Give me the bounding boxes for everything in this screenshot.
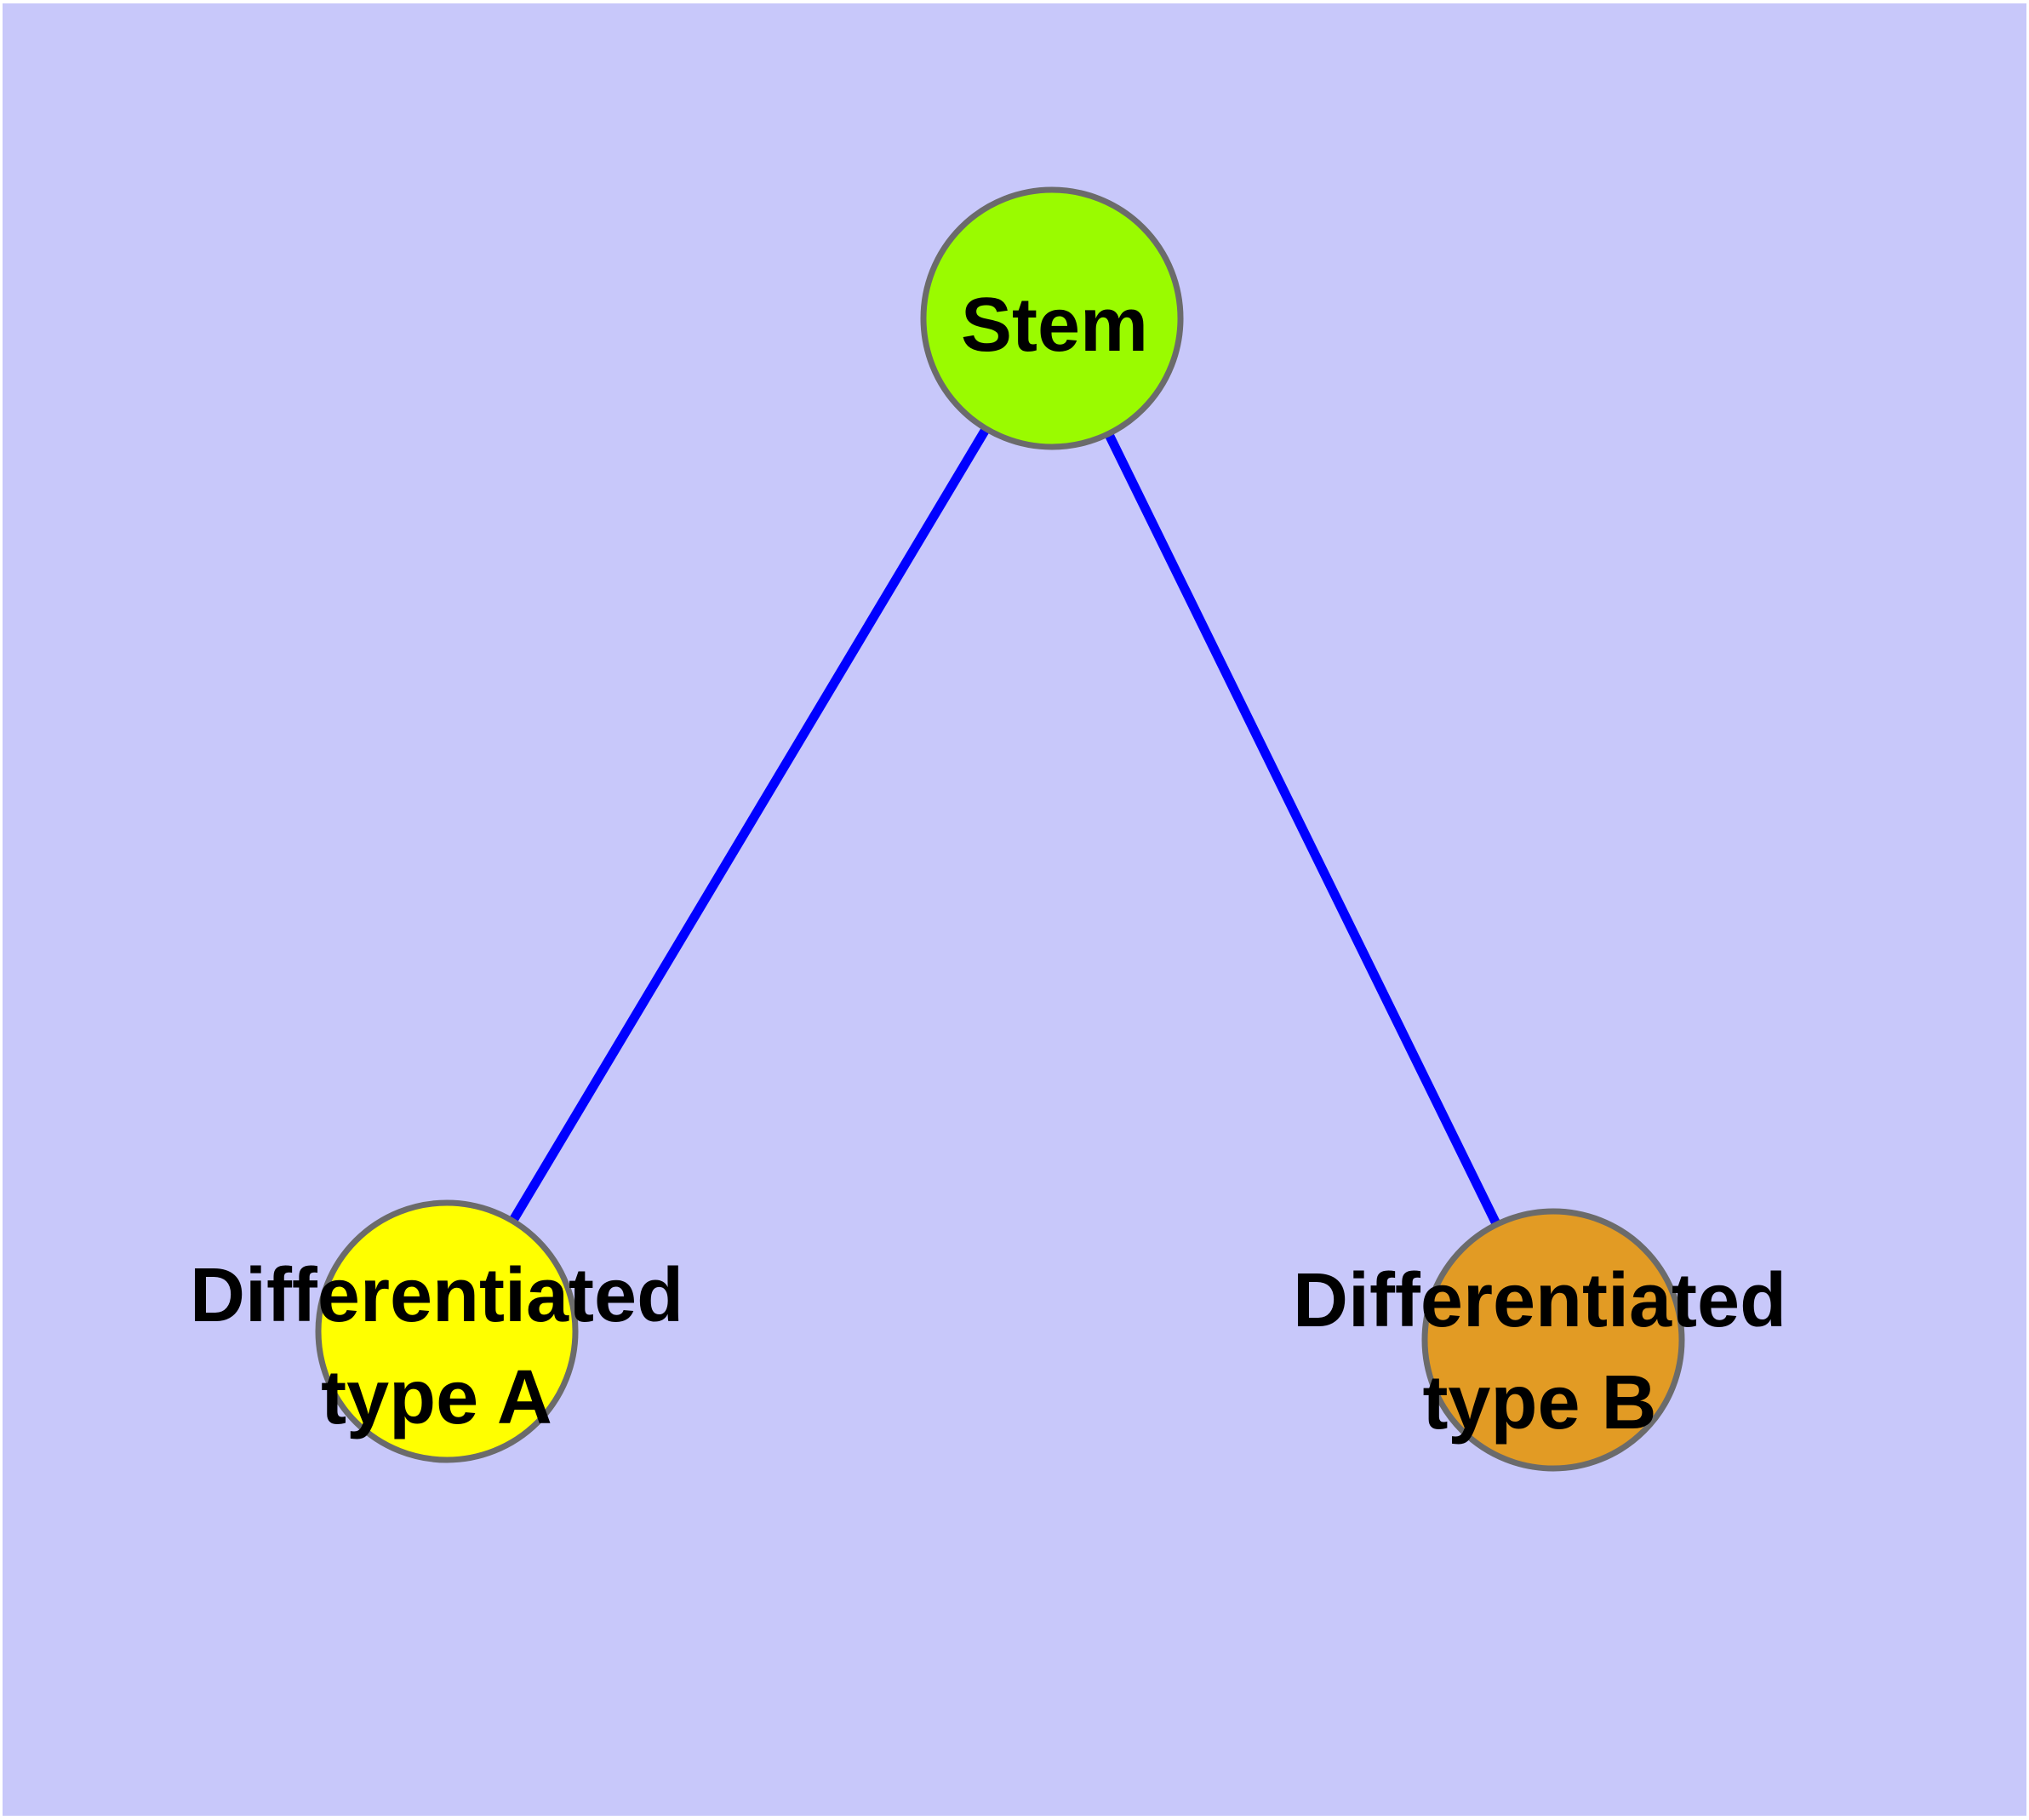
stem-node-label: Stem bbox=[960, 283, 1149, 368]
differentiated-type-b-node-label: Differentiated type B bbox=[1292, 1258, 1787, 1445]
differentiated-type-a-node-label: Differentiated type A bbox=[189, 1253, 684, 1440]
differentiated-type-b-node bbox=[1421, 1208, 1685, 1472]
graph-plot bbox=[315, 186, 1685, 1472]
differentiated-type-a-node bbox=[315, 1199, 579, 1463]
graph-canvas: Stem Differentiated type A Differentiate… bbox=[3, 3, 2026, 1816]
stem-node bbox=[920, 186, 1184, 450]
edge-stem-to-type-a bbox=[443, 316, 1056, 1334]
edge-stem-to-type-b bbox=[1048, 316, 1557, 1342]
